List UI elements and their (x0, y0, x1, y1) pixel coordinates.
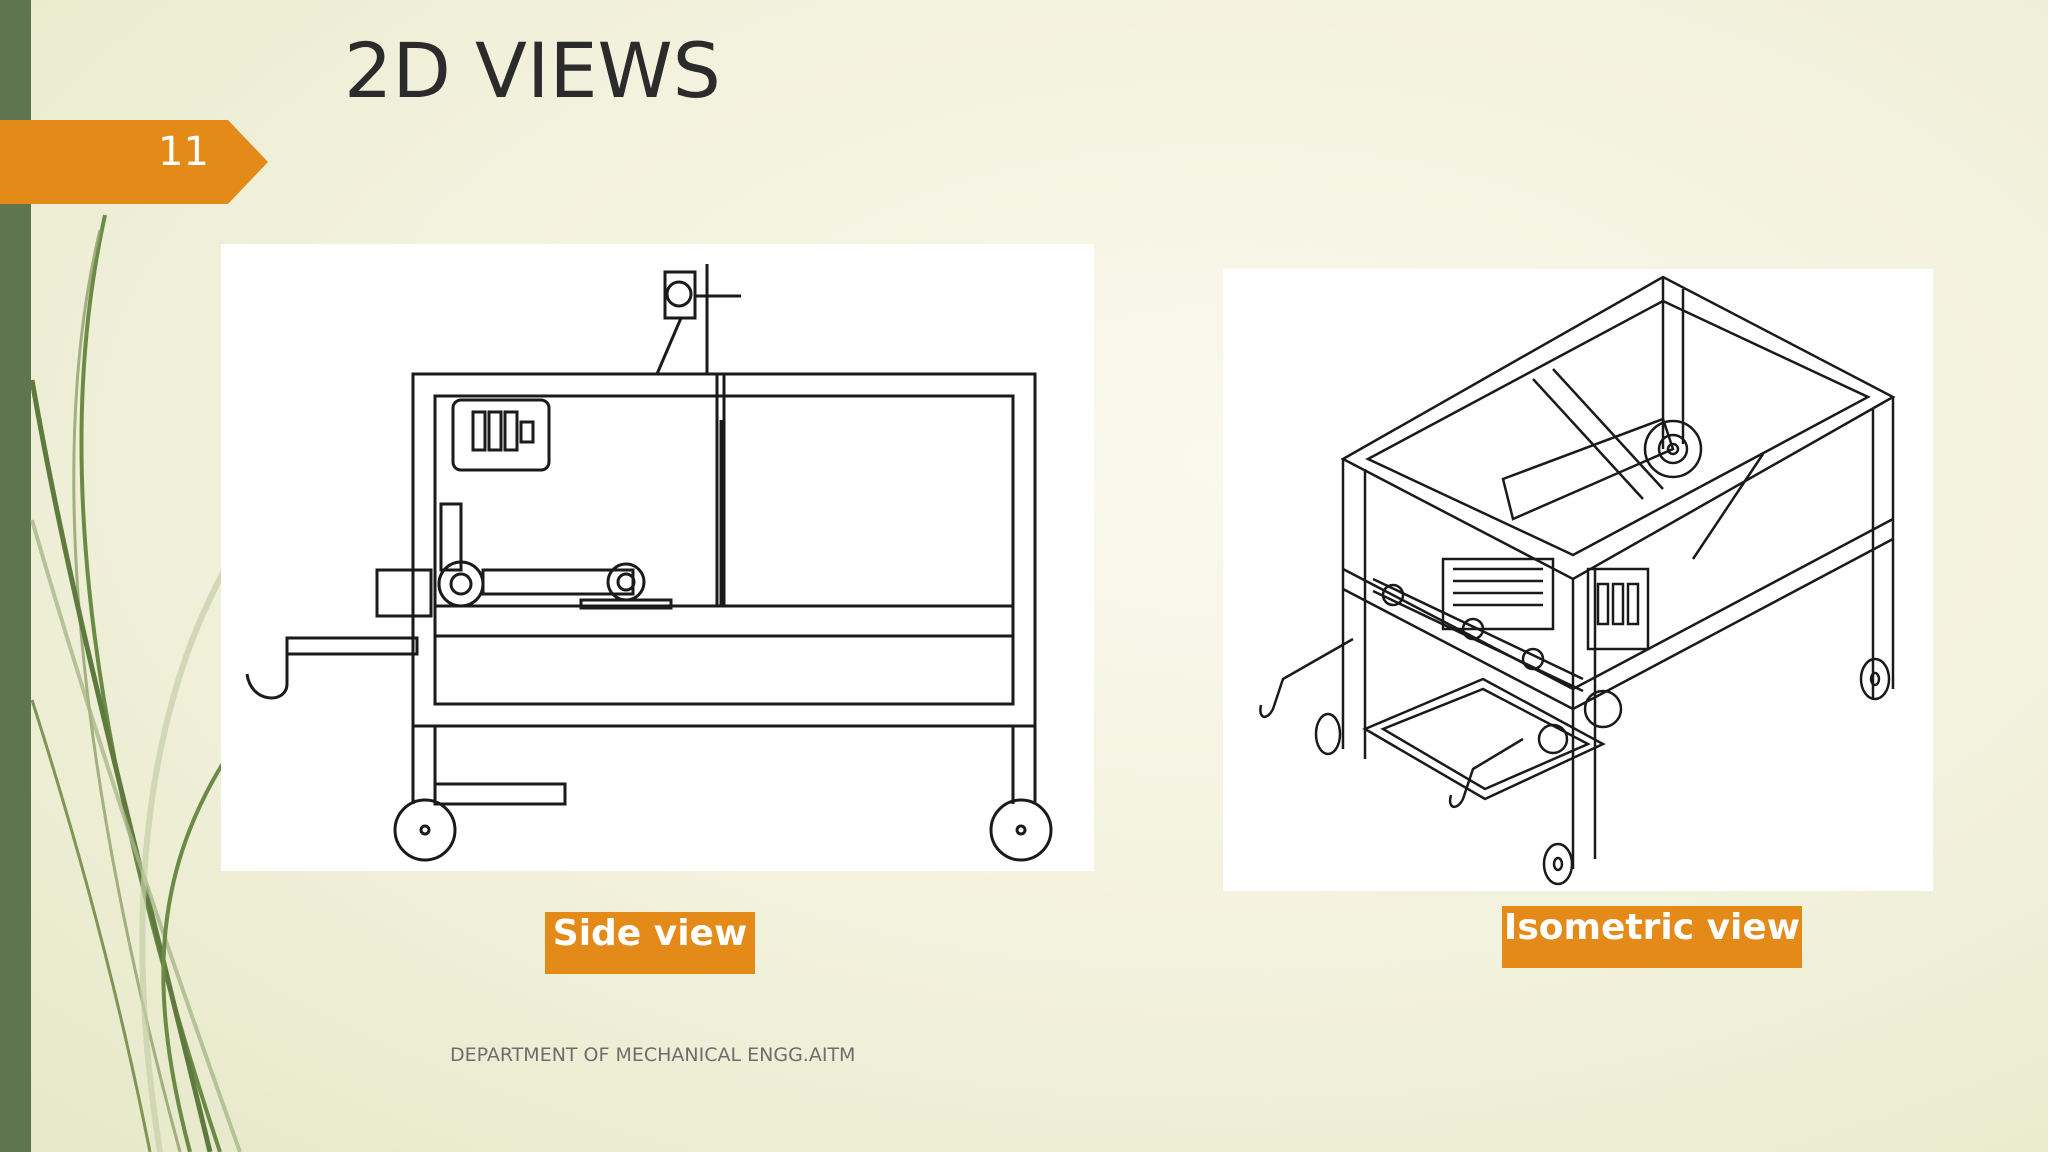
isometric-view-caption: Isometric view (1502, 906, 1802, 968)
footer-text: DEPARTMENT OF MECHANICAL ENGG.AITM (450, 1044, 856, 1066)
slide-title: 2D VIEWS (344, 26, 721, 115)
slide-number-tab (0, 120, 268, 204)
grass-leaf-decoration (29, 214, 242, 1152)
slide-number: 11 (158, 129, 209, 175)
side-view-drawing (221, 244, 1094, 871)
side-view-caption: Side view (545, 912, 755, 974)
isometric-view-drawing (1223, 269, 1933, 891)
